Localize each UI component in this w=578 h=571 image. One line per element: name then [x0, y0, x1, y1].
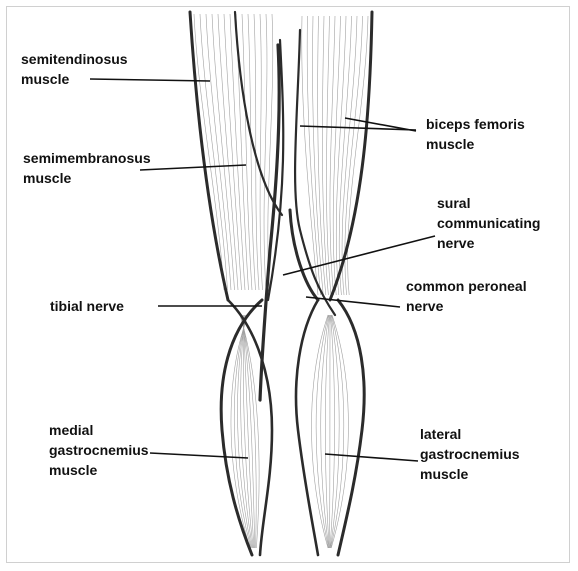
label-lateral-gastrocnemius: lateral gastrocnemius muscle	[420, 424, 520, 484]
common-peroneal-nerve	[290, 210, 318, 300]
label-line: muscle	[21, 69, 128, 89]
label-line: gastrocnemius	[420, 444, 520, 464]
hatch-stroke	[212, 14, 235, 290]
leader-common-peroneal	[306, 297, 400, 307]
label-line: muscle	[426, 134, 525, 154]
label-line: muscle	[23, 168, 151, 188]
label-line: nerve	[437, 233, 540, 253]
leader-sural-communicating	[283, 236, 435, 275]
label-line: semimembranosus	[23, 148, 151, 168]
label-line: biceps femoris	[426, 114, 525, 134]
label-tibial-nerve: tibial nerve	[50, 296, 124, 316]
label-line: muscle	[49, 460, 149, 480]
label-biceps-femoris: biceps femoris muscle	[426, 114, 525, 154]
label-line: nerve	[406, 296, 527, 316]
label-line: muscle	[420, 464, 520, 484]
label-line: lateral	[420, 424, 520, 444]
label-common-peroneal-nerve: common peroneal nerve	[406, 276, 527, 316]
leader-medial-gastrocnemius	[150, 453, 248, 458]
tibial-nerve	[260, 45, 279, 400]
hatch-stroke	[260, 14, 263, 290]
lateral-gastrocnemius-outline	[338, 300, 364, 555]
leader-lines	[90, 79, 435, 461]
label-sural-communicating-nerve: sural communicating nerve	[437, 193, 540, 253]
label-semitendinosus: semitendinosus muscle	[21, 49, 128, 89]
hatch-stroke	[322, 16, 328, 295]
label-line: medial	[49, 420, 149, 440]
hatch-stroke	[325, 315, 329, 548]
hatch-stroke	[316, 315, 328, 548]
label-line: gastrocnemius	[49, 440, 149, 460]
label-line: semitendinosus	[21, 49, 128, 69]
hatch-stroke	[242, 14, 252, 290]
hatch-stroke	[330, 16, 335, 295]
hatch-stroke	[302, 16, 318, 295]
hatch-stroke	[218, 14, 238, 290]
hatch-stroke	[318, 16, 326, 295]
label-line: communicating	[437, 213, 540, 233]
hatch-stroke	[241, 315, 253, 548]
label-semimembranosus: semimembranosus muscle	[23, 148, 151, 188]
hatch-stroke	[331, 315, 348, 548]
leader-semimembranosus	[140, 165, 246, 170]
hatch-stroke	[264, 14, 267, 290]
label-line: sural	[437, 193, 540, 213]
label-line: tibial nerve	[50, 296, 124, 316]
label-medial-gastrocnemius: medial gastrocnemius muscle	[49, 420, 149, 480]
label-line: common peroneal	[406, 276, 527, 296]
lateral-gastrocnemius-inner-outline	[296, 300, 318, 555]
hatch-stroke	[330, 315, 335, 548]
hatch-stroke	[326, 16, 331, 295]
leader-lateral-gastrocnemius	[325, 454, 418, 461]
muscle-hatching	[194, 14, 368, 548]
